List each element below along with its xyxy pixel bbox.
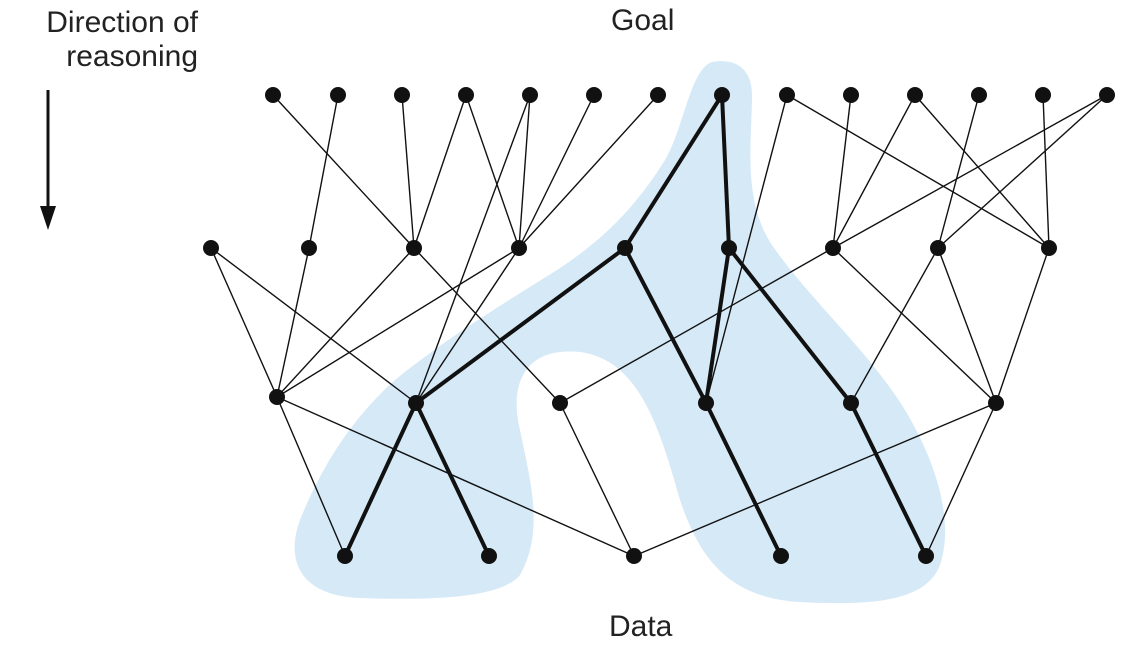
- thin-edge-l3-b3: [559, 402, 635, 557]
- node-m4: [511, 240, 527, 256]
- thin-edge-l1-b3: [276, 396, 635, 557]
- thin-edge-t9-m9: [786, 94, 1050, 249]
- direction-arrow-head: [40, 206, 56, 230]
- thin-edge-t9-l4: [705, 94, 788, 404]
- node-m1: [203, 240, 219, 256]
- node-b1: [337, 548, 353, 564]
- search-region-highlight: [294, 61, 946, 604]
- thin-edge-t11-m9: [914, 94, 1050, 249]
- node-m7: [825, 240, 841, 256]
- node-t8: [714, 87, 730, 103]
- thin-edge-t4-m3: [413, 94, 467, 249]
- data-label: Data: [609, 610, 673, 643]
- thin-edge-m3-l1: [276, 247, 415, 398]
- node-l4: [698, 395, 714, 411]
- node-m2: [301, 240, 317, 256]
- node-l2: [408, 395, 424, 411]
- node-m9: [1041, 240, 1057, 256]
- thin-edge-m3-l3: [413, 247, 561, 404]
- node-b4: [773, 548, 789, 564]
- node-t11: [907, 87, 923, 103]
- node-t2: [330, 87, 346, 103]
- thin-edge-t3-m3: [401, 94, 415, 249]
- node-l5: [843, 395, 859, 411]
- path-edge-m6-l5: [727, 246, 853, 405]
- thin-edge-t14-m7: [832, 94, 1108, 249]
- node-m6: [721, 240, 737, 256]
- thin-edge-m7-l3: [559, 247, 834, 404]
- direction-of-reasoning-label: Direction of reasoning: [20, 6, 198, 74]
- direction-label-line2: reasoning: [66, 40, 198, 73]
- node-m3: [406, 240, 422, 256]
- thin-edge-t2-m2: [308, 94, 339, 249]
- path-edge-t8-m6: [720, 93, 731, 250]
- thin-edge-t5-l2: [415, 94, 531, 404]
- node-b5: [918, 548, 934, 564]
- path-edge-m5-l4: [623, 246, 708, 405]
- node-l6: [988, 395, 1004, 411]
- node-m8: [930, 240, 946, 256]
- thin-edge-t4-m4: [465, 94, 520, 249]
- thin-edge-m1-l1: [210, 247, 278, 398]
- thin-edge-t1-m3: [272, 94, 415, 249]
- node-t13: [1035, 87, 1051, 103]
- thin-edge-m9-l6: [995, 247, 1050, 404]
- path-edge-m6-l4: [704, 246, 731, 405]
- node-b3: [626, 548, 642, 564]
- thin-edge-m4-l2: [415, 247, 520, 404]
- node-b2: [481, 548, 497, 564]
- path-edge-t8-m5: [623, 93, 724, 250]
- path-edge-l4-b4: [704, 401, 783, 558]
- node-t5: [522, 87, 538, 103]
- thin-edge-t6-m4: [518, 94, 595, 249]
- path-edge-l2-b1: [343, 401, 418, 558]
- node-l1: [269, 389, 285, 405]
- node-t6: [586, 87, 602, 103]
- node-t7: [650, 87, 666, 103]
- thin-edge-m2-l1: [276, 247, 310, 398]
- node-l3: [552, 395, 568, 411]
- thin-edge-t5-m4: [518, 94, 531, 249]
- thin-edge-t13-m9: [1042, 94, 1050, 249]
- thin-edge-t7-m4: [518, 94, 659, 249]
- node-m5: [617, 240, 633, 256]
- goal-label: Goal: [611, 4, 675, 37]
- node-t10: [843, 87, 859, 103]
- direction-label-line1: Direction of: [46, 6, 198, 39]
- node-t9: [779, 87, 795, 103]
- node-t4: [458, 87, 474, 103]
- thin-edge-m1-l2: [210, 247, 417, 404]
- thin-edge-l6-b3: [633, 402, 997, 557]
- node-t3: [394, 87, 410, 103]
- thin-edge-t10-m7: [832, 94, 852, 249]
- thin-edge-m8-l5: [850, 247, 939, 404]
- thin-edge-m8-l6: [937, 247, 997, 404]
- thin-edge-t11-m7: [832, 94, 916, 249]
- thin-edge-m7-l6: [832, 247, 997, 404]
- thin-edge-m4-l1: [276, 247, 520, 398]
- node-t1: [265, 87, 281, 103]
- thin-edge-t14-m8: [937, 94, 1108, 249]
- path-edge-l5-b5: [849, 401, 928, 558]
- path-edge-l2-b2: [414, 401, 491, 558]
- path-edge-m5-l2: [414, 246, 627, 405]
- thin-edge-l1-b1: [276, 396, 346, 557]
- thin-edge-t12-m8: [937, 94, 980, 249]
- node-t14: [1099, 87, 1115, 103]
- thin-edge-l6-b5: [925, 402, 997, 557]
- node-t12: [971, 87, 987, 103]
